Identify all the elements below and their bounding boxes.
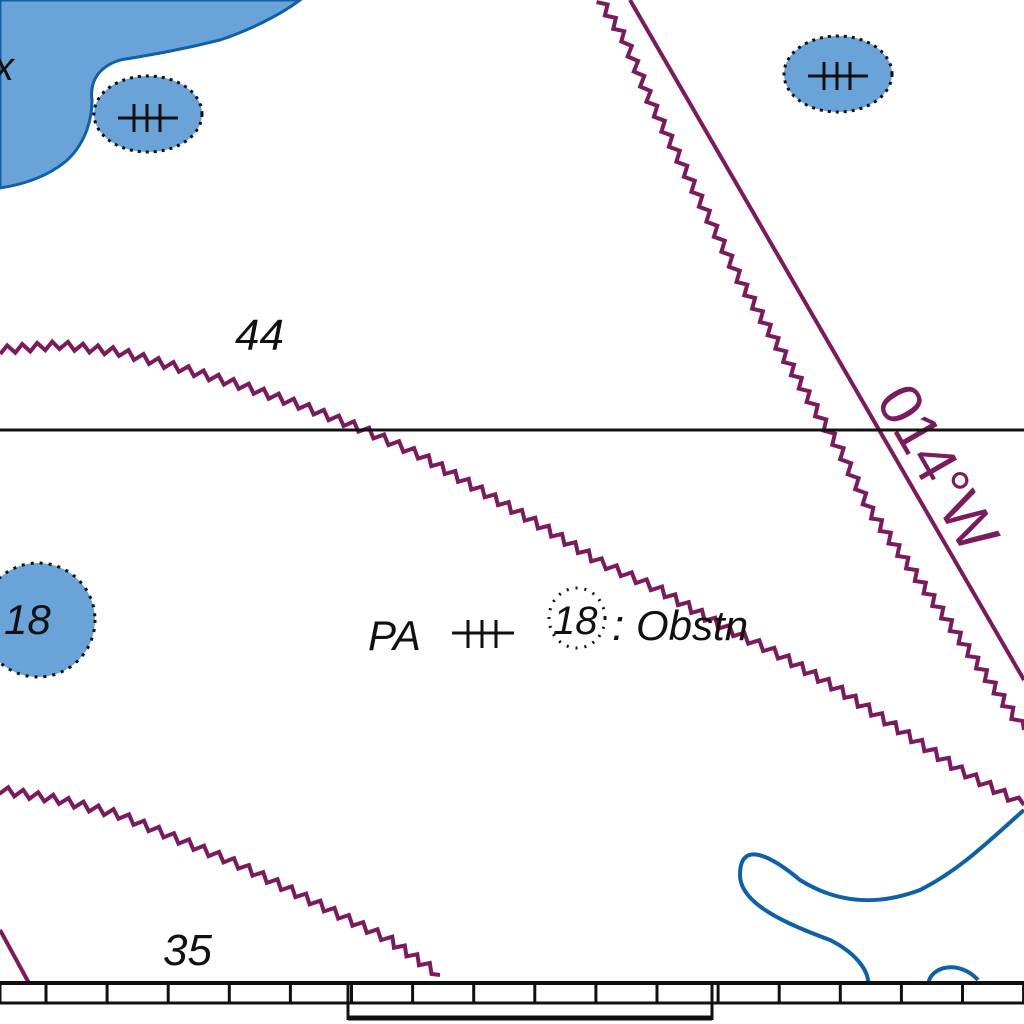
wreck-hazard-icon [782,34,894,114]
obstruction-depth-label: 18 [553,599,598,643]
obstruction-label: Obstn [636,602,748,649]
scale-bar-border [0,981,1024,1021]
shallow-water-area [0,0,303,190]
rock-depth-label: 18 [4,596,51,643]
partial-label-edge: x [0,45,16,89]
danger-line-right [596,0,1024,731]
depth-contour-line [737,808,1024,986]
rock-depth-circle: 18 [0,561,97,679]
depth-sounding: 35 [163,926,212,975]
danger-line-upper [0,338,1024,807]
obstruction-symbol: 18 [547,586,607,650]
wreck-hazard-icon [92,74,204,154]
obstruction-colon: : [612,601,624,650]
position-approximate-label: PA [368,612,421,659]
bearing-label: 014°W [864,373,1013,563]
depth-contour-line [926,965,980,986]
danger-line-lower [0,784,441,977]
wreck-hazard-icon [452,620,514,648]
boundary-line-left [0,929,32,986]
bearing-line [628,0,1024,682]
depth-sounding: 44 [235,311,284,360]
